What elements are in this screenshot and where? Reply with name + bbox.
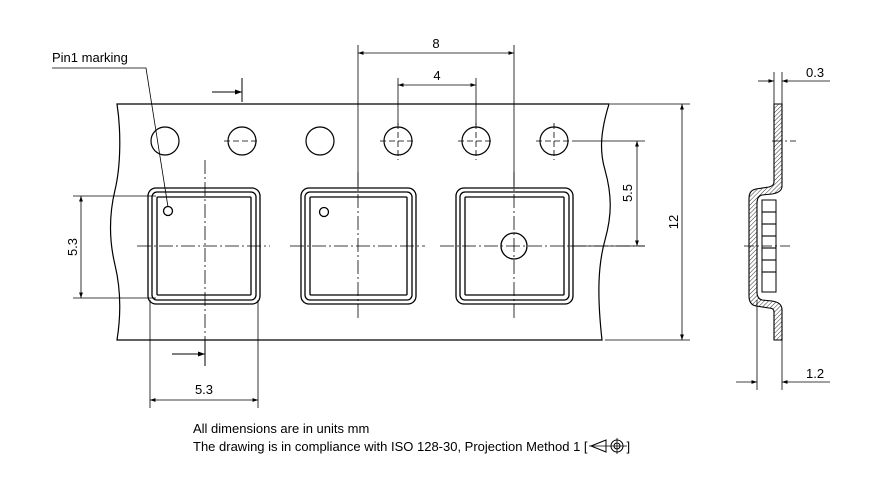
dimension-5-3-horizontal bbox=[149, 300, 259, 408]
hole-center-marks bbox=[224, 123, 645, 160]
pin1-marking-label: Pin1 marking bbox=[52, 50, 128, 65]
dimension-4 bbox=[397, 78, 477, 125]
sprocket-hole bbox=[150, 126, 180, 156]
dimension-8 bbox=[357, 45, 515, 188]
dim-label-5-5: 5.5 bbox=[620, 184, 635, 202]
pin1-dot bbox=[318, 206, 330, 218]
dim-label-12: 12 bbox=[666, 215, 681, 229]
compliance-note-close: ] bbox=[626, 439, 631, 454]
dimension-5-3-vertical bbox=[73, 195, 156, 299]
tape-cross-section bbox=[744, 103, 796, 341]
dimension-12 bbox=[605, 103, 690, 341]
component-leads bbox=[762, 211, 776, 273]
dim-label-1-2: 1.2 bbox=[806, 366, 824, 381]
dim-label-0-3: 0.3 bbox=[806, 65, 824, 80]
dimension-5-5 bbox=[570, 141, 645, 247]
dim-label-5-3-vertical: 5.3 bbox=[65, 238, 80, 256]
dimension-0-3 bbox=[758, 72, 830, 104]
first-angle-projection-icon bbox=[588, 438, 627, 457]
dim-label-4: 4 bbox=[433, 68, 440, 83]
section-centerlines bbox=[744, 140, 796, 247]
pin1-dot bbox=[162, 205, 174, 217]
centerlines bbox=[137, 160, 645, 342]
dim-label-5-3-horizontal: 5.3 bbox=[195, 382, 213, 397]
units-note: All dimensions are in units mm bbox=[193, 421, 370, 436]
compliance-note-line: The drawing is in compliance with ISO 12… bbox=[193, 438, 630, 457]
compliance-note: The drawing is in compliance with ISO 12… bbox=[193, 439, 588, 454]
pin1-leader-line bbox=[52, 67, 169, 208]
feed-direction-arrows bbox=[172, 78, 243, 366]
dimension-1-2 bbox=[736, 300, 830, 390]
sprocket-hole bbox=[305, 126, 335, 156]
dim-label-8: 8 bbox=[432, 36, 439, 51]
carrier-tape-outline bbox=[109, 103, 611, 341]
